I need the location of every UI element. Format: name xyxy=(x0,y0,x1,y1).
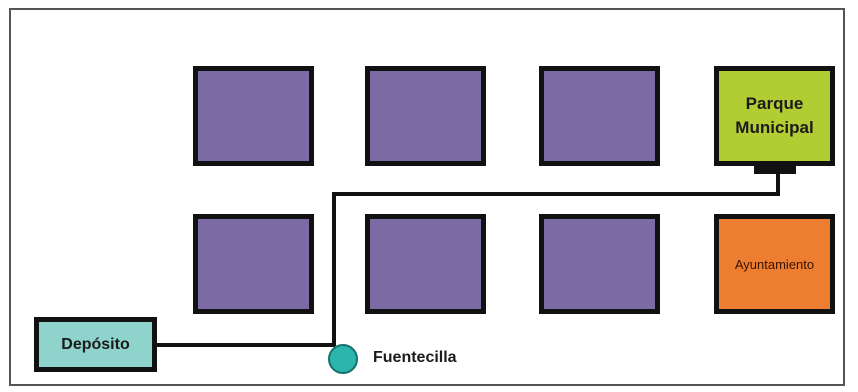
city-block xyxy=(365,214,486,314)
city-block xyxy=(539,214,660,314)
city-block xyxy=(193,66,314,166)
parque-municipal-block: Parque Municipal xyxy=(714,66,835,166)
deposito-label: Depósito xyxy=(61,335,130,353)
deposito-tank: Depósito xyxy=(34,317,157,372)
fuentecilla-fountain xyxy=(328,344,358,374)
pipe-vertical-to-parque xyxy=(776,168,780,196)
city-block xyxy=(193,214,314,314)
city-block xyxy=(539,66,660,166)
ayuntamiento-block: Ayuntamiento xyxy=(714,214,835,314)
fuentecilla-label: Fuentecilla xyxy=(373,349,457,366)
parque-water-connection xyxy=(754,166,796,174)
diagram-frame xyxy=(9,8,845,386)
pipe-horizontal-to-parque xyxy=(332,192,780,196)
pipe-deposito-to-fuentecilla xyxy=(157,343,335,347)
parque-municipal-label: Parque Municipal xyxy=(735,94,814,137)
city-block xyxy=(365,66,486,166)
pipe-vertical-riser xyxy=(332,192,336,346)
ayuntamiento-label: Ayuntamiento xyxy=(734,256,815,272)
